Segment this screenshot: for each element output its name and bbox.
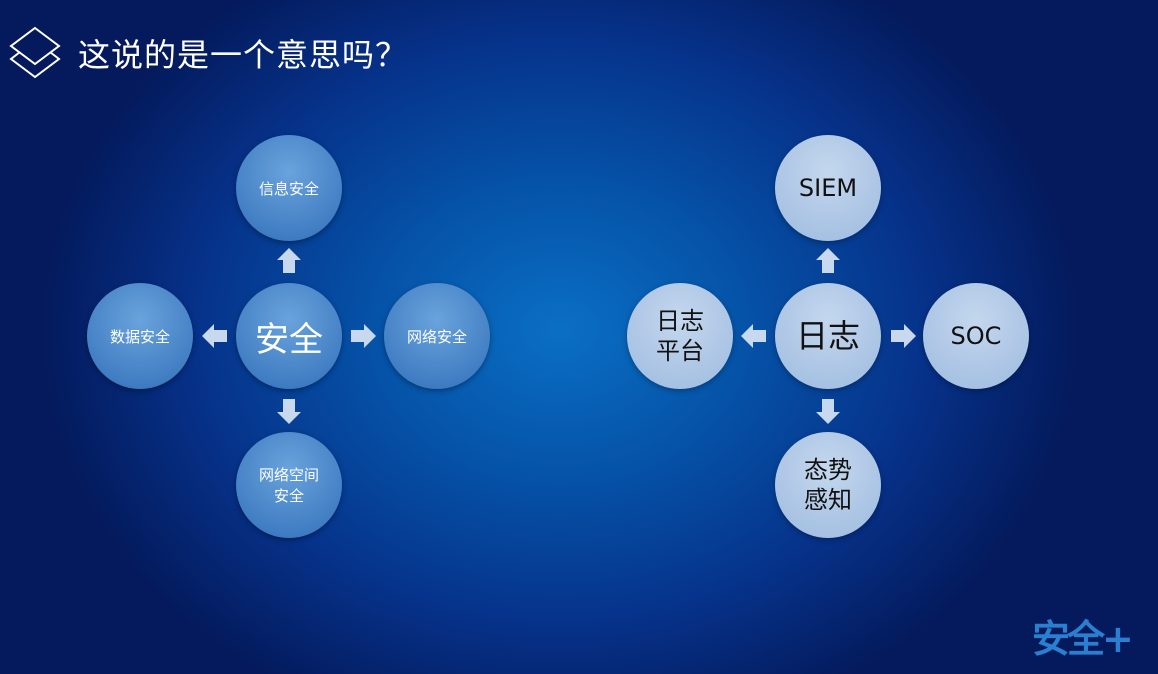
node-situational-awareness: 态势感知 — [775, 432, 881, 538]
arrow-left-icon — [201, 323, 229, 349]
node-soc: SOC — [923, 283, 1029, 389]
arrow-right-icon — [349, 323, 377, 349]
node-log-platform: 日志平台 — [627, 283, 733, 389]
page-title: 这说的是一个意思吗？ — [78, 36, 409, 74]
arrow-down-icon — [814, 398, 842, 424]
arrow-up-icon — [275, 248, 303, 274]
node-cyberspace-security: 网络空间安全 — [236, 432, 342, 538]
node-center-security: 安全 — [236, 283, 342, 389]
node-data-security: 数据安全 — [87, 283, 193, 389]
node-siem: SIEM — [775, 135, 881, 241]
brand-logo: 安全+ — [1032, 617, 1134, 661]
layers-icon — [8, 26, 62, 86]
arrow-right-icon — [889, 323, 917, 349]
arrow-left-icon — [740, 323, 768, 349]
node-network-security: 网络安全 — [384, 283, 490, 389]
node-info-security: 信息安全 — [236, 135, 342, 241]
node-center-log: 日志 — [775, 283, 881, 389]
arrow-down-icon — [275, 398, 303, 424]
arrow-up-icon — [814, 248, 842, 274]
